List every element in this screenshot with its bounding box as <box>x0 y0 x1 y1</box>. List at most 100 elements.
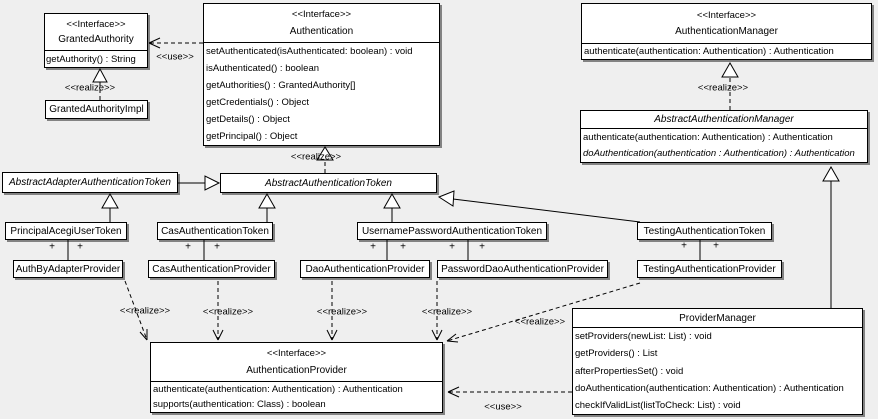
class-name: AuthByAdapterProvider <box>15 263 121 275</box>
method: setProviders(newList: List) : void <box>575 331 712 343</box>
method: doAuthentication(authentication: Authent… <box>575 382 844 394</box>
realize-label: <<realize>> <box>119 305 171 317</box>
association-plus: + <box>713 240 719 252</box>
class-password-dao-authentication-provider[interactable]: PasswordDaoAuthenticationProvider <box>437 260 608 278</box>
generalization-edge-usernamepasswordtoken <box>383 192 401 222</box>
class-name: ProviderManager <box>679 312 756 324</box>
class-authentication-manager[interactable]: <<Interface>> AuthenticationManager auth… <box>581 3 872 60</box>
association-plus: + <box>400 241 406 253</box>
stereotype-label: <<Interface>> <box>696 9 757 21</box>
method: getAuthority() : String <box>46 53 136 65</box>
class-authentication[interactable]: <<Interface>> Authentication setAuthenti… <box>203 3 440 146</box>
class-name: AuthenticationProvider <box>246 364 347 376</box>
class-name: AbstractAuthenticationToken <box>265 177 392 189</box>
class-authentication-provider[interactable]: <<Interface>> AuthenticationProvider aut… <box>150 342 443 413</box>
method: setAuthenticated(isAuthenticated: boolea… <box>206 46 413 57</box>
realize-label: <<realize>> <box>64 82 116 94</box>
method: doAuthentication(authentication : Authen… <box>583 148 855 160</box>
realize-label: <<realize>> <box>421 306 473 318</box>
association-plus: + <box>479 241 485 253</box>
class-header: <<Interface>> Authentication <box>204 4 439 43</box>
class-name: GrantedAuthority <box>58 34 134 46</box>
class-header: AbstractAuthenticationManager <box>581 111 867 129</box>
class-auth-by-adapter-provider[interactable]: AuthByAdapterProvider <box>13 260 123 278</box>
class-dao-authentication-provider[interactable]: DaoAuthenticationProvider <box>300 260 430 278</box>
class-testing-authentication-token[interactable]: TestingAuthenticationToken <box>637 222 772 240</box>
method-compartment: authenticate(authentication: Authenticat… <box>581 129 867 162</box>
association-plus: + <box>370 241 376 253</box>
class-username-password-authentication-token[interactable]: UsernamePasswordAuthenticationToken <box>357 222 547 240</box>
stereotype-label: <<Interface>> <box>266 348 327 360</box>
realize-edge-abstractauthenticationtoken <box>316 146 334 173</box>
use-label: <<use>> <box>484 401 522 413</box>
method-compartment: authenticate(authentication: Authenticat… <box>151 382 442 412</box>
use-edge-providermanager <box>447 386 572 398</box>
class-name: Authentication <box>289 25 354 37</box>
class-name: DaoAuthenticationProvider <box>305 263 425 275</box>
realize-edge-passworddaoprovider <box>431 281 443 341</box>
class-cas-authentication-token[interactable]: CasAuthenticationToken <box>157 222 273 240</box>
stereotype-label: <<Interface>> <box>66 18 126 30</box>
class-cas-authentication-provider[interactable]: CasAuthenticationProvider <box>148 260 275 278</box>
method: getCredentials() : Object <box>206 97 309 108</box>
method: authenticate(authentication: Authenticat… <box>584 46 834 57</box>
class-provider-manager[interactable]: ProviderManager setProviders(newList: Li… <box>572 308 863 415</box>
method: authenticate(authentication: Authenticat… <box>153 384 403 395</box>
class-name: PasswordDaoAuthenticationProvider <box>441 263 604 275</box>
association-plus: + <box>185 241 191 253</box>
use-label: <<use>> <box>156 51 194 63</box>
class-name: TestingAuthenticationToken <box>643 225 766 237</box>
method: getAuthorities() : GrantedAuthority[] <box>206 80 356 91</box>
generalization-edge-principaltoken <box>101 192 119 222</box>
association-plus: + <box>214 241 220 253</box>
class-name: AuthenticationManager <box>675 26 778 38</box>
method-compartment: setAuthenticated(isAuthenticated: boolea… <box>204 43 439 145</box>
method: getProviders() : List <box>575 348 658 360</box>
class-granted-authority-impl[interactable]: GrantedAuthorityImpl <box>45 100 148 119</box>
realize-edge-daoprovider <box>326 281 338 341</box>
realize-label: <<realize>> <box>316 306 368 318</box>
realize-label: <<realize>> <box>290 151 342 163</box>
class-name: GrantedAuthorityImpl <box>49 104 144 115</box>
stereotype-label: <<Interface>> <box>291 9 352 21</box>
generalization-edge-castoken <box>258 192 276 222</box>
class-name: CasAuthenticationProvider <box>152 263 271 275</box>
class-granted-authority[interactable]: <<Interface>> GrantedAuthority getAuthor… <box>44 13 148 68</box>
class-name: AbstractAuthenticationManager <box>654 114 794 125</box>
class-header: <<Interface>> AuthenticationProvider <box>151 343 442 382</box>
class-header: <<Interface>> AuthenticationManager <box>582 4 871 44</box>
realize-edge-authbyadapterprovider <box>124 280 148 341</box>
method-compartment: getAuthority() : String <box>45 51 147 67</box>
class-name: PrincipalAcegiUserToken <box>10 225 122 237</box>
realize-edge-casprovider <box>212 281 224 341</box>
realize-label: <<realize>> <box>514 316 566 328</box>
realize-edge-grantedauthorityimpl <box>92 67 108 100</box>
class-abstract-authentication-token[interactable]: AbstractAuthenticationToken <box>220 173 437 193</box>
class-principal-acegi-user-token[interactable]: PrincipalAcegiUserToken <box>5 222 127 240</box>
generalization-edge-providermanager <box>822 165 840 308</box>
class-name: UsernamePasswordAuthenticationToken <box>361 225 543 237</box>
method: isAuthenticated() : boolean <box>206 63 320 74</box>
method-compartment: setProviders(newList: List) : void getPr… <box>573 328 862 414</box>
method: authenticate(authentication: Authenticat… <box>583 131 833 143</box>
realize-edge-abstractauthenticationmanager <box>721 61 739 110</box>
association-plus: + <box>49 241 55 253</box>
realize-label: <<realize>> <box>202 306 254 318</box>
association-edges-token-provider <box>67 240 701 260</box>
class-testing-authentication-provider[interactable]: TestingAuthenticationProvider <box>637 260 782 278</box>
method: getDetails() : Object <box>206 114 290 125</box>
class-abstract-authentication-manager[interactable]: AbstractAuthenticationManager authentica… <box>580 110 868 163</box>
class-header: <<Interface>> GrantedAuthority <box>45 14 147 51</box>
class-header: ProviderManager <box>573 309 862 328</box>
class-name: TestingAuthenticationProvider <box>643 263 776 275</box>
class-abstract-adapter-authentication-token[interactable]: AbstractAdapterAuthenticationToken <box>2 172 178 193</box>
use-edge-authentication-grantedauthority <box>148 37 203 49</box>
realize-edge-testingprovider <box>446 282 641 343</box>
generalization-edge-testingtoken <box>437 190 641 223</box>
class-name: AbstractAdapterAuthenticationToken <box>9 177 171 188</box>
realize-label: <<realize>> <box>697 82 749 94</box>
method: afterPropertiesSet() : void <box>575 365 684 377</box>
method: getPrincipal() : Object <box>206 131 298 142</box>
